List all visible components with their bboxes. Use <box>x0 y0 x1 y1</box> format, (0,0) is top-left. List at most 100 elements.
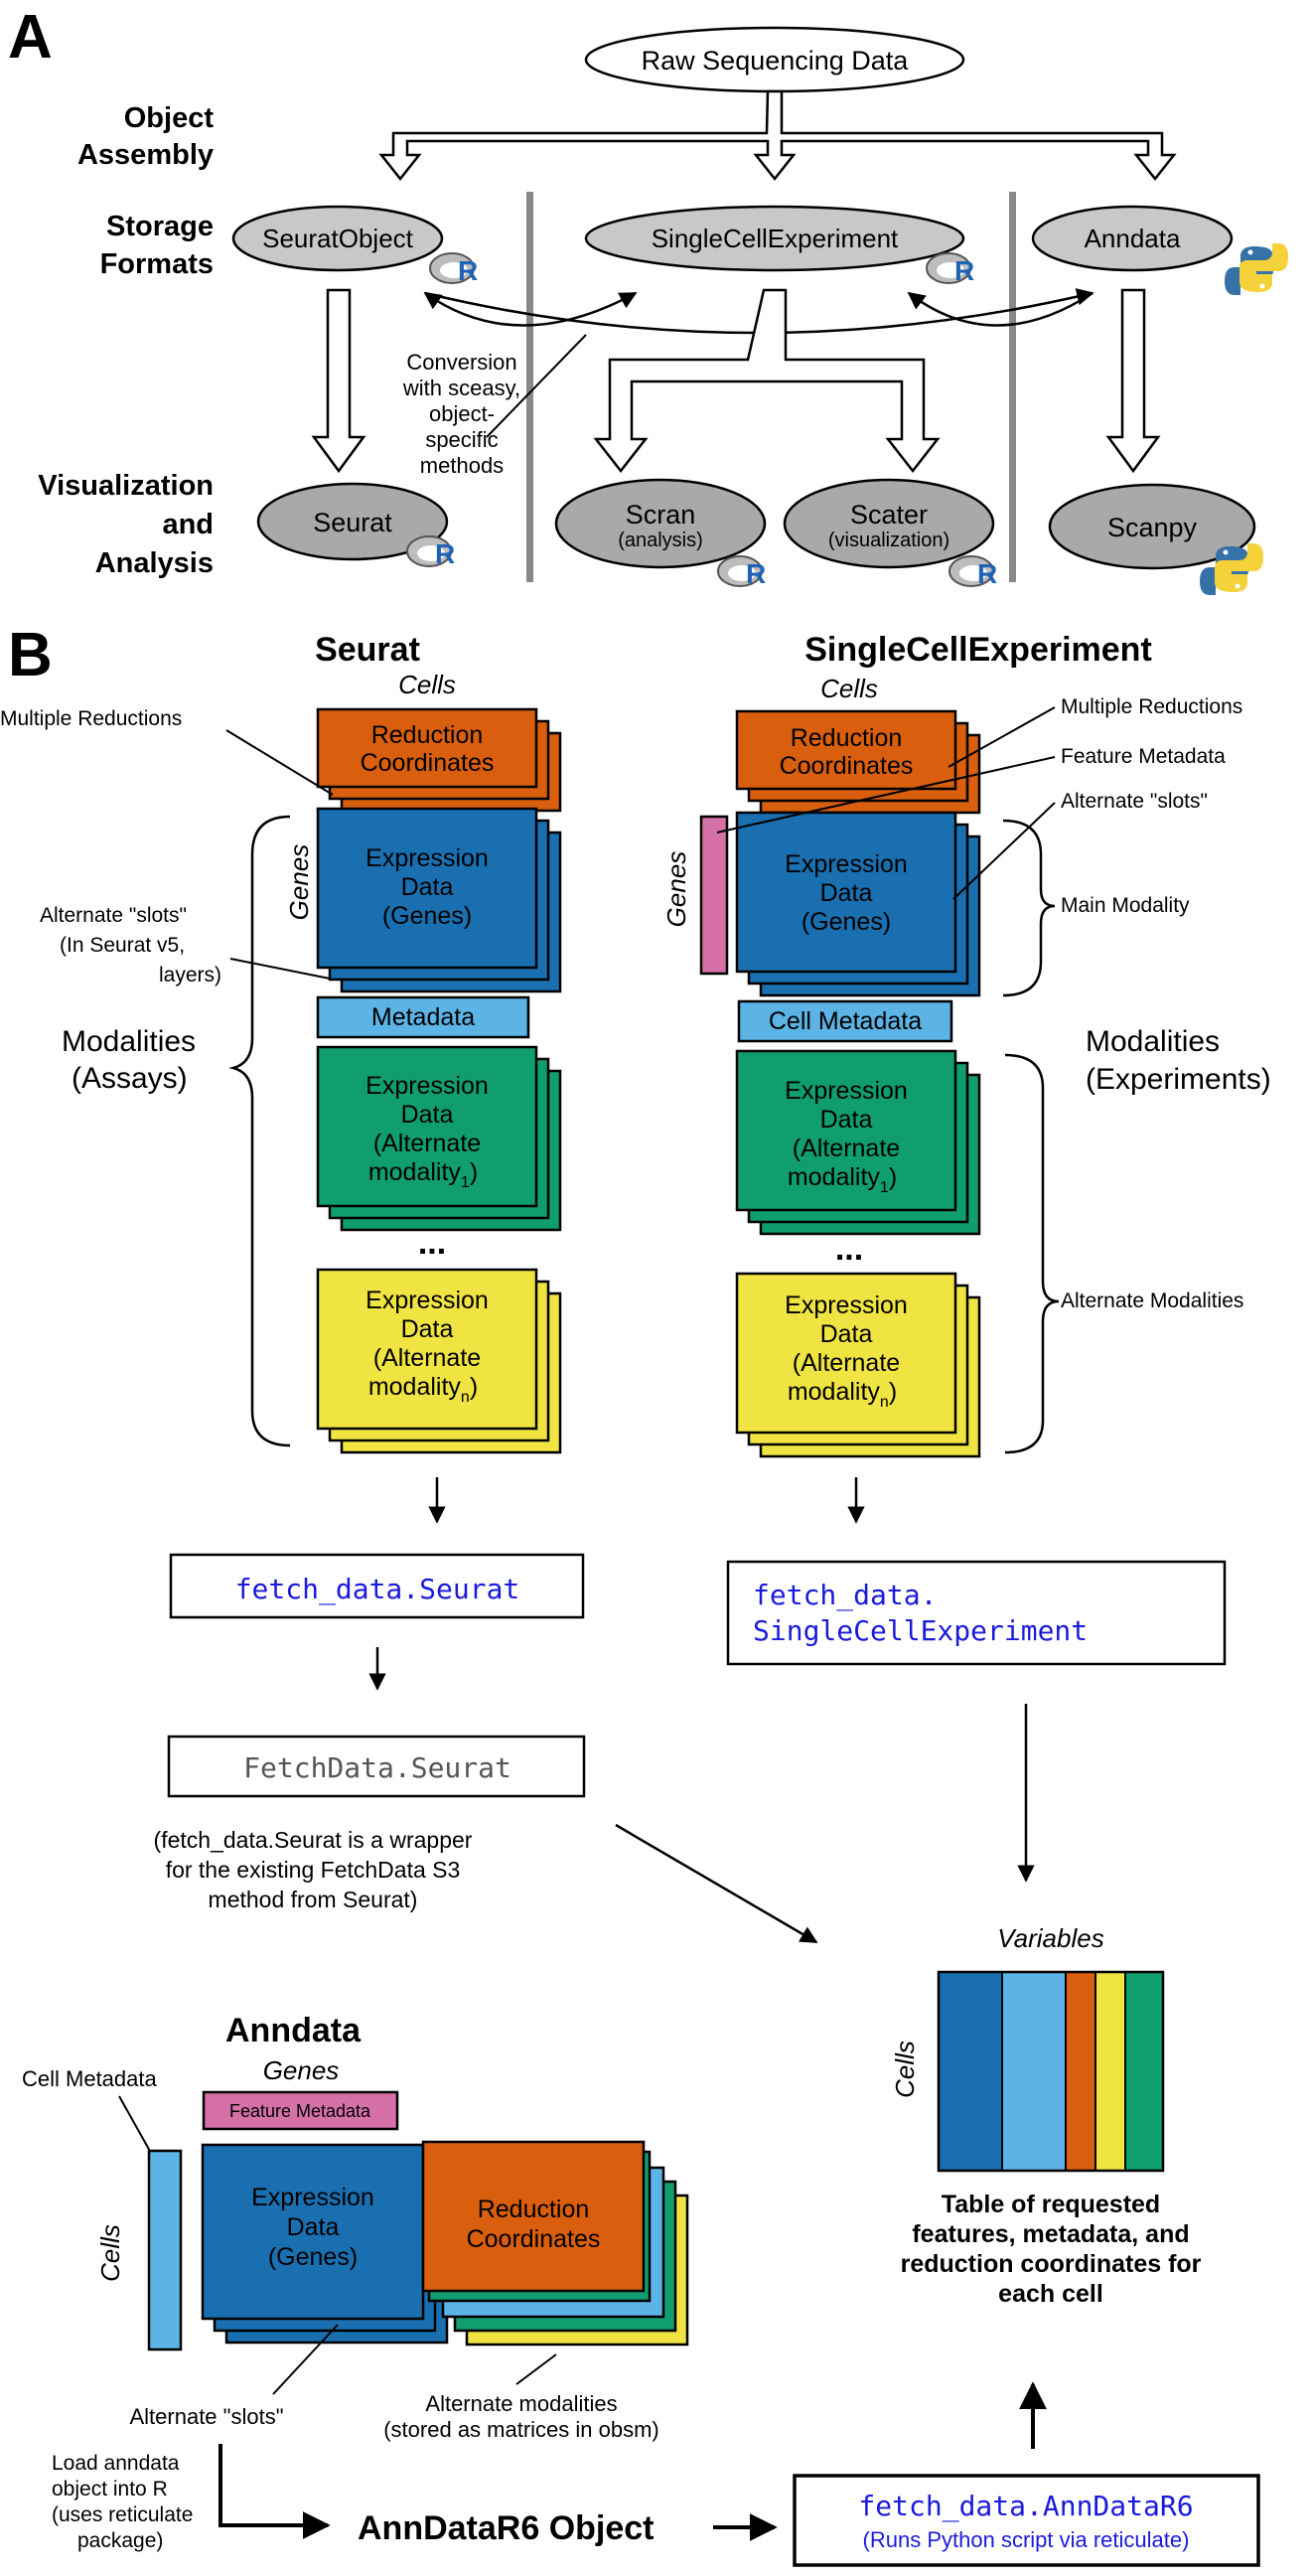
sce-alt1-stack <box>735 1049 981 1236</box>
fetchdata-seurat-label: FetchData.Seurat <box>243 1751 511 1784</box>
fetch-anndata-sub: (Runs Python script via reticulate) <box>863 2527 1190 2552</box>
anndata-load-2: object into R <box>52 2478 168 2500</box>
anndata-label: Anndata <box>1085 224 1181 253</box>
panel-b-label: B <box>8 621 53 689</box>
sce-altn-4: modalityn) <box>788 1378 897 1411</box>
sce-title: SingleCellExperiment <box>804 631 1152 669</box>
vis-3: Analysis <box>95 547 214 579</box>
sce-feature-metadata: Feature Metadata <box>1061 745 1226 768</box>
r-icon <box>429 252 480 287</box>
sce-reduction-1: Reduction <box>791 724 903 752</box>
anndata-r6: AnnDataR6 Object <box>358 2509 655 2547</box>
seurat-to-table-arrow <box>615 1823 818 1944</box>
table-caption-1: Table of requested <box>942 2191 1160 2218</box>
sce-slots-pointer <box>952 802 1056 900</box>
seurat-altn-1: Expression <box>365 1287 489 1314</box>
sce-cell-metadata-box <box>737 999 953 1043</box>
seurat-reduction-1: Reduction <box>371 721 484 749</box>
anndata-alt-mod-1: Alternate modalities <box>425 2391 617 2416</box>
table-cells: Cells <box>890 2041 920 2098</box>
divider-left <box>526 192 533 582</box>
table-caption-2: features, metadata, and <box>912 2220 1189 2248</box>
storage-2: Formats <box>100 248 214 280</box>
sce-fm-pointer <box>716 756 1056 833</box>
sce-multiple-reductions: Multiple Reductions <box>1061 695 1242 718</box>
anndata-feature-metadata-box <box>202 2090 399 2131</box>
scanpy-label: Scanpy <box>1107 513 1198 542</box>
table-column-1 <box>938 1971 1003 2172</box>
seurat-genes: Genes <box>284 844 314 921</box>
seurat-expression-stack <box>316 807 562 993</box>
anndata-expr-1: Expression <box>251 2184 374 2211</box>
seurat-label: Seurat <box>313 508 392 537</box>
sce-label: SingleCellExperiment <box>652 224 899 253</box>
table-columns <box>938 1971 1164 2172</box>
anndata-expression-stack <box>201 2143 449 2345</box>
python-icon <box>1225 243 1288 295</box>
sce-alternate-modalities: Alternate Modalities <box>1061 1289 1243 1312</box>
scater-label: Scater <box>850 500 928 530</box>
seurat-altn-4: modalityn) <box>368 1373 478 1406</box>
sce-expr-2: Data <box>820 879 873 907</box>
anndata-alt-mod-2: (stored as matrices in obsm) <box>383 2417 659 2442</box>
sce-reduction-stack <box>735 709 981 815</box>
sce-dots: ... <box>835 1230 863 1268</box>
seurat-slots-pointer <box>229 958 331 980</box>
anndata-altmod-pointer <box>515 2353 557 2385</box>
table-variables: Variables <box>997 1923 1103 1953</box>
sce-altn-1: Expression <box>785 1291 908 1319</box>
scater-node <box>783 478 995 569</box>
table-caption-3: reduction coordinates for <box>901 2250 1202 2278</box>
seurat-expr-3: (Genes) <box>382 902 472 930</box>
vis-1: Visualization <box>38 470 214 502</box>
anndata-expr-3: (Genes) <box>268 2243 358 2271</box>
anndata-cell-metadata: Cell Metadata <box>22 2066 158 2091</box>
seurat-altn-stack <box>316 1268 562 1454</box>
seurat-modalities-2: (Assays) <box>72 1062 188 1095</box>
sce-expr-1: Expression <box>785 850 908 878</box>
seurat-reduction-stack <box>316 707 562 813</box>
sce-alt-brace <box>1004 1053 1060 1454</box>
assembly-arrows <box>378 89 1177 182</box>
scran-node <box>554 478 767 569</box>
seurat-expr-1: Expression <box>365 844 489 872</box>
seurat-altn-2: Data <box>401 1315 454 1343</box>
seurat-alt1-4: modality1) <box>368 1158 478 1191</box>
storage-1: Storage <box>106 211 214 242</box>
seurat-modalities-1: Modalities <box>62 1025 196 1058</box>
sce-alt1-1: Expression <box>785 1077 908 1105</box>
sce-alt-slots: Alternate "slots" <box>1061 790 1208 813</box>
scater-sub: (visualization) <box>828 530 949 551</box>
scran-sub: (analysis) <box>618 530 703 551</box>
scran-label: Scran <box>626 500 696 530</box>
sce-reduction-2: Coordinates <box>780 752 914 780</box>
sce-altn-3: (Alternate <box>793 1349 900 1377</box>
divider-right <box>1009 192 1016 582</box>
conversion-4: specific <box>425 427 498 452</box>
sce-expr-3: (Genes) <box>802 908 891 936</box>
anndata-down-arrow <box>1105 288 1161 474</box>
seurat-mr-pointer <box>225 729 334 796</box>
seurat-note-2: for the existing FetchData S3 <box>166 1857 461 1883</box>
fetch-sce-box <box>726 1560 1227 1666</box>
anndata-slots-pointer <box>272 2324 339 2395</box>
sce-main-modality: Main Modality <box>1061 894 1190 917</box>
seurat-multiple-reductions: Multiple Reductions <box>0 707 182 730</box>
anndata-genes: Genes <box>263 2055 340 2085</box>
conversion-text: Conversion with sceasy, object- specific… <box>402 350 520 478</box>
fetch-sce-1: fetch_data. <box>753 1579 937 1612</box>
seurat-brace <box>228 815 291 1447</box>
table-outline <box>937 1970 1165 2173</box>
seurat-expr-2: Data <box>401 873 454 901</box>
table-column-4 <box>1094 1971 1126 2172</box>
sce-cell-metadata: Cell Metadata <box>769 1007 922 1035</box>
seurat-alt1-1: Expression <box>365 1072 489 1100</box>
table-caption-4: each cell <box>998 2280 1103 2308</box>
object-assembly-2: Assembly <box>77 139 214 171</box>
scanpy-node <box>1048 483 1256 570</box>
seurat-metadata: Metadata <box>371 1003 475 1031</box>
anndata-reduction-stack <box>421 2140 689 2347</box>
sce-expression-stack <box>735 811 981 997</box>
sce-alt1-2: Data <box>820 1106 873 1134</box>
sce-feature-metadata-bar <box>699 815 729 976</box>
